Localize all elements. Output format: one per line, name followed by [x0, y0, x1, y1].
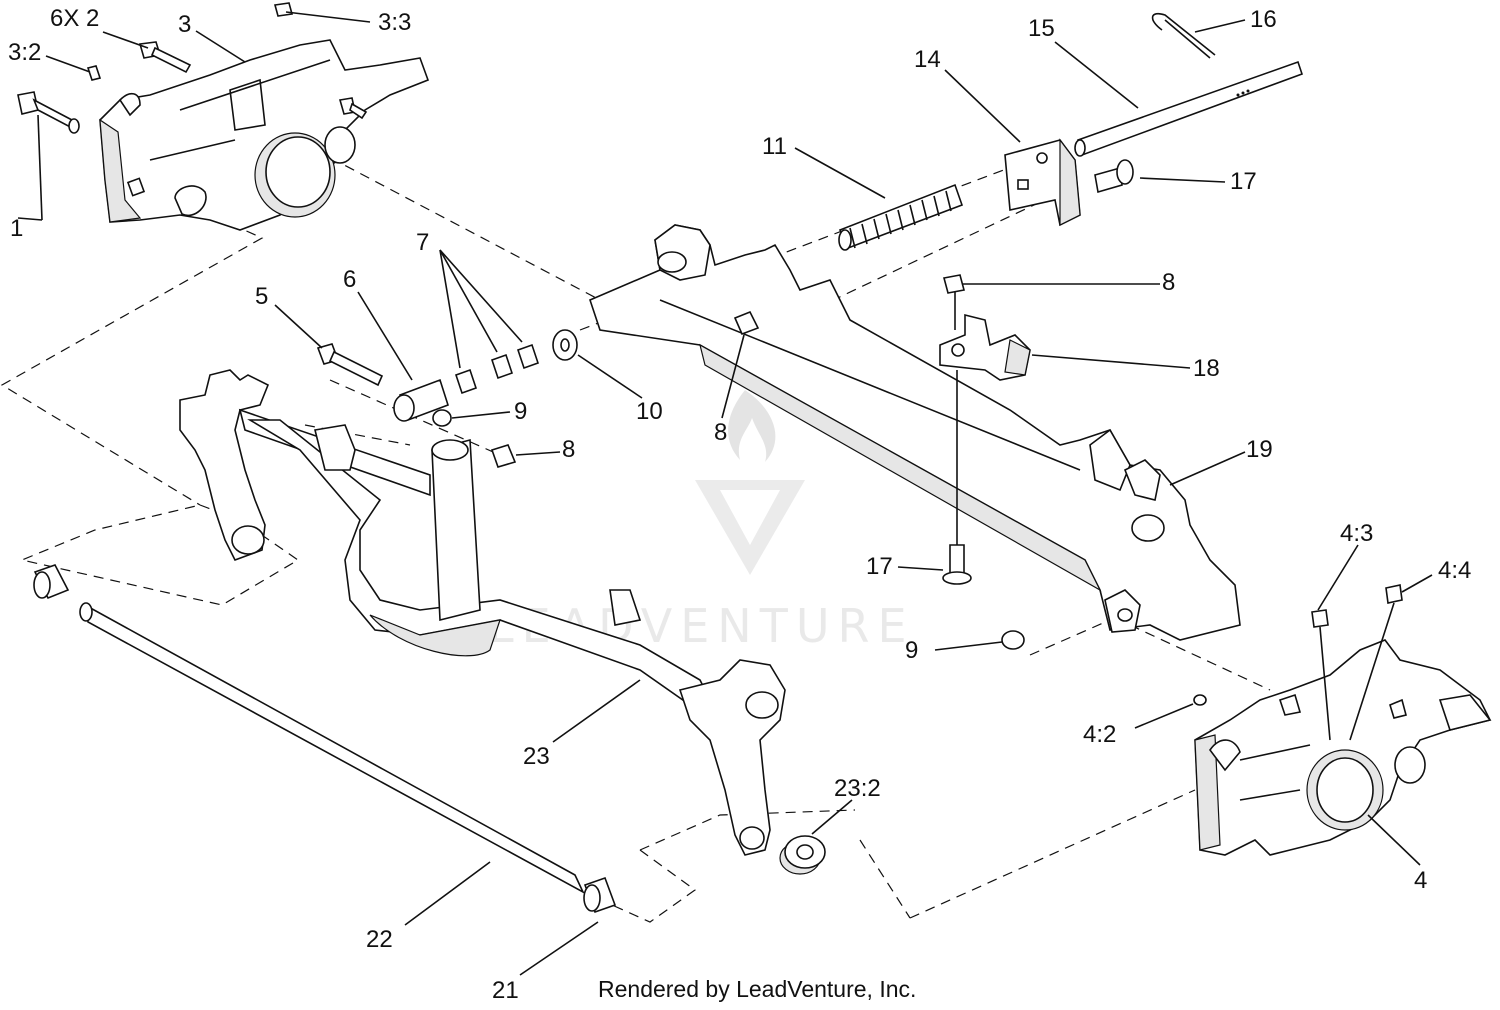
bushing-23-2: [779, 835, 826, 875]
main-frame-19: [589, 224, 1241, 641]
nut-8-right: [943, 274, 965, 330]
spacer-6: [393, 378, 449, 422]
callout-18: 18: [1193, 355, 1220, 382]
bushing-21-right: [583, 876, 617, 914]
fitting-4-4: [1349, 584, 1403, 741]
pin-17-bottom: [942, 370, 972, 585]
callout-8-right: 8: [1162, 269, 1175, 296]
callout-19: 19: [1246, 436, 1273, 463]
nuts-7: [454, 343, 540, 395]
grease-fitting-3-2: [86, 65, 102, 81]
callout-21: 21: [492, 977, 519, 1004]
rod-22: [79, 602, 585, 894]
bracket-18: [939, 313, 1031, 381]
callout-3: 3: [178, 11, 191, 38]
callout-16: 16: [1250, 6, 1277, 33]
callout-4-4: 4:4: [1438, 557, 1471, 584]
callout-labels: 6X 2 3 3:3 3:2 1 16 15 14 11 17 7 5 6 8 …: [8, 5, 1471, 1004]
rod-15: [1074, 60, 1304, 157]
callout-3-3: 3:3: [378, 9, 411, 36]
left-pivot-bracket: [99, 39, 430, 231]
stud-2: [138, 41, 192, 74]
callout-1: 1: [10, 215, 23, 242]
watermark-flame-icon: [728, 390, 776, 462]
hairpin-16: [1151, 12, 1216, 59]
callout-3-2: 3:2: [8, 39, 41, 66]
fitting-4-2: [1193, 694, 1207, 706]
nut-9-center: [432, 409, 452, 427]
nut-8-left: [490, 444, 517, 468]
callout-17-bottom: 17: [866, 553, 893, 580]
right-pivot-bracket-4: [1194, 639, 1492, 856]
fitting-3-3: [273, 2, 294, 17]
callout-15: 15: [1028, 15, 1055, 42]
callout-10: 10: [636, 398, 663, 425]
washer-10: [552, 329, 578, 361]
callout-11: 11: [762, 133, 787, 160]
callout-4-3: 4:3: [1340, 520, 1373, 547]
bushing-21-left: [33, 564, 70, 600]
fitting-4-3: [1311, 609, 1331, 741]
callout-9-right: 9: [905, 637, 918, 664]
callout-6x2: 6X 2: [50, 5, 99, 32]
callout-8-center: 8: [714, 419, 727, 446]
leader-lines: [17, 11, 1433, 976]
callout-23: 23: [523, 743, 550, 770]
pin-17-top: [1094, 159, 1134, 194]
callout-4-2: 4:2: [1083, 721, 1116, 748]
bolt-1: [17, 91, 80, 134]
footer-credit: Rendered by LeadVenture, Inc.: [598, 976, 916, 1002]
callout-7: 7: [416, 229, 429, 256]
spring-11: [838, 183, 964, 251]
callout-14: 14: [914, 46, 941, 73]
callout-22: 22: [366, 926, 393, 953]
axle-arm-23: [179, 369, 786, 856]
callout-6: 6: [343, 266, 356, 293]
callout-8-left: 8: [562, 436, 575, 463]
callout-4: 4: [1414, 867, 1427, 894]
stud-2-b: [338, 97, 368, 120]
nut-8-center: [733, 310, 760, 336]
bolt-5: [316, 343, 384, 387]
nut-9-right: [1001, 630, 1025, 650]
callout-17-top: 17: [1230, 168, 1257, 195]
callout-23-2: 23:2: [834, 775, 881, 802]
bracket-14: [1004, 138, 1081, 227]
watermark-v-logo-icon: [695, 480, 805, 575]
callout-5: 5: [255, 283, 268, 310]
callout-9-center: 9: [514, 398, 527, 425]
